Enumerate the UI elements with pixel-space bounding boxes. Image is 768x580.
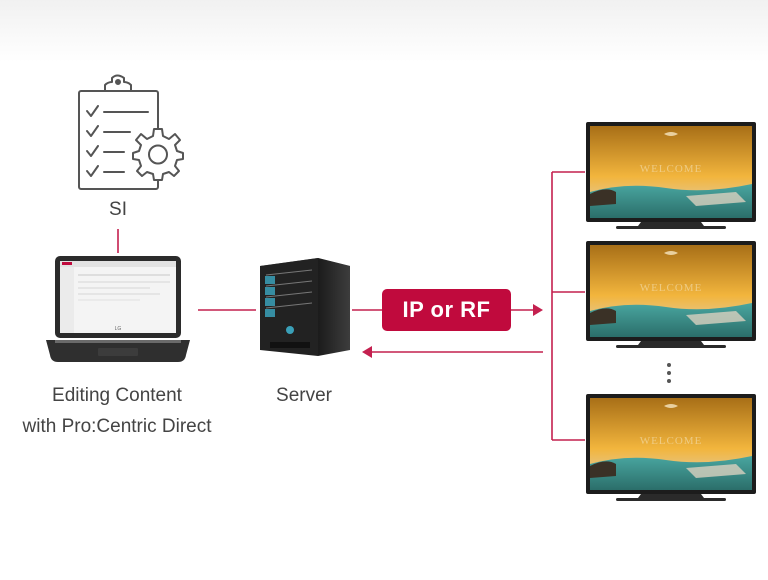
- tv-display-1: [586, 122, 756, 229]
- top-band: [0, 0, 768, 62]
- laptop-icon: [46, 256, 190, 362]
- server-label: Server: [276, 385, 332, 406]
- ip-or-rf-badge: IP or RF: [382, 289, 511, 331]
- editing-label-line1: Editing Content: [52, 385, 182, 406]
- si-label: SI: [109, 199, 127, 220]
- laptop-brand-logo: LG: [115, 326, 122, 332]
- server-tower-icon: [260, 258, 350, 356]
- vertical-ellipsis-icon: [667, 363, 671, 383]
- arrow-left-icon: [362, 346, 372, 358]
- editing-label-line2: with Pro:Centric Direct: [22, 416, 212, 437]
- clipboard-checklist-gear-icon: [78, 74, 184, 190]
- arrow-right-icon: [533, 304, 543, 316]
- tv-display-2: [586, 241, 756, 348]
- tv-display-3: [586, 394, 756, 501]
